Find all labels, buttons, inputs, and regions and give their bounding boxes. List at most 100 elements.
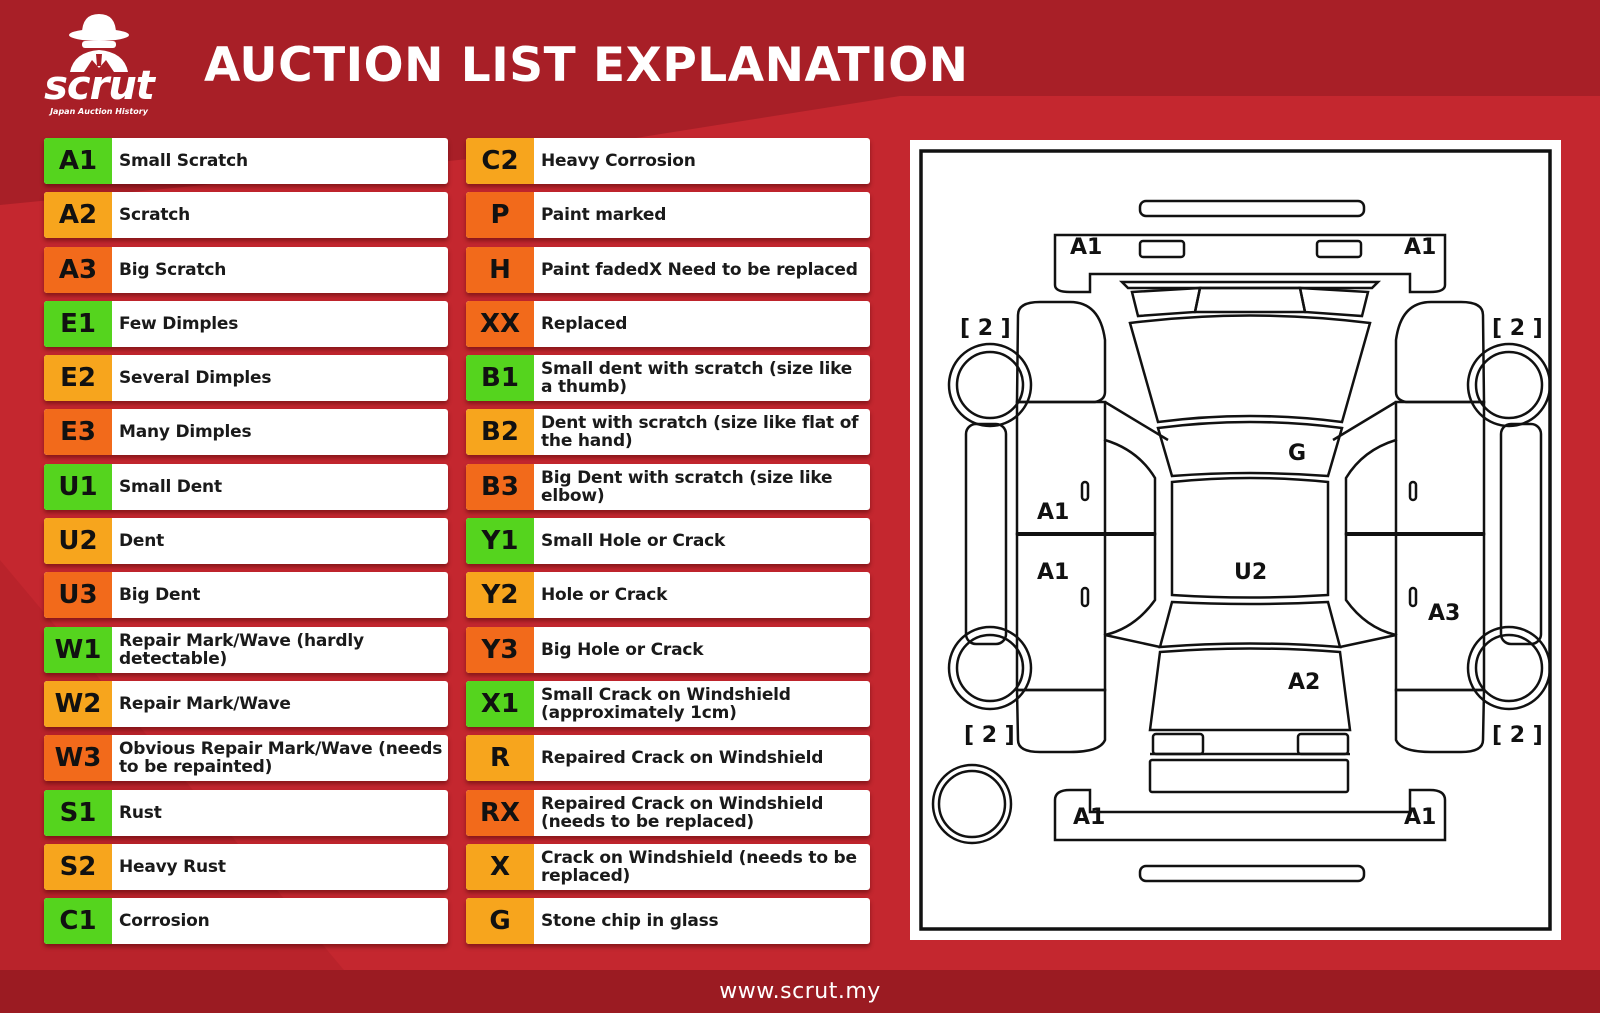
damage-code-description: Paint fadedX Need to be replaced	[541, 259, 858, 280]
legend-row-xx: XX Replaced	[466, 300, 870, 347]
damage-code-description: Several Dimples	[119, 368, 272, 389]
damage-code-description: Small Scratch	[119, 151, 248, 171]
damage-code-badge: R	[466, 735, 534, 782]
damage-code-description: Repaired Crack on Windshield (needs to b…	[541, 793, 824, 832]
footer: www.scrut.my	[0, 970, 1600, 1013]
damage-code-badge: E1	[44, 300, 112, 347]
damage-code-description: Scratch	[119, 205, 191, 226]
damage-code-description: Small Dent	[119, 476, 222, 497]
label-wheel-top-right: [ 2 ]	[1492, 316, 1543, 341]
damage-code-description: Big Scratch	[119, 259, 227, 280]
damage-code-badge: X1	[466, 680, 534, 727]
damage-code-description: Big Hole or Crack	[541, 639, 704, 660]
header: scrut Japan Auction History AUCTION LIST…	[0, 0, 1600, 130]
legend-row-e3: E3 Many Dimples	[44, 409, 448, 456]
legend-row-y1: Y1 Small Hole or Crack	[466, 518, 870, 565]
label-wheel-top-left: [ 2 ]	[960, 316, 1011, 341]
damage-code-badge: A3	[44, 246, 112, 293]
damage-code-badge: A1	[44, 138, 112, 184]
label-door-left-rear: A1	[1037, 560, 1069, 585]
logo-wordmark: scrut	[44, 63, 155, 109]
legend-row-u1: U1 Small Dent	[44, 463, 448, 510]
damage-code-description: Obvious Repair Mark/Wave (needs to be re…	[119, 739, 443, 778]
legend-row-s1: S1 Rust	[44, 789, 448, 836]
page-title: AUCTION LIST EXPLANATION	[204, 38, 969, 93]
legend-row-w2: W2 Repair Mark/Wave	[44, 680, 448, 727]
damage-code-badge: XX	[466, 300, 534, 347]
damage-code-description: Corrosion	[119, 911, 210, 932]
label-wheel-bottom-right: [ 2 ]	[1492, 723, 1543, 748]
damage-code-description: Crack on Windshield (needs to be replace…	[541, 847, 857, 886]
damage-code-badge: U3	[44, 572, 112, 619]
damage-code-description: Paint marked	[541, 205, 667, 226]
damage-code-description: Heavy Rust	[119, 856, 226, 877]
damage-code-description: Repair Mark/Wave (hardly detectable)	[119, 630, 364, 669]
scrut-logo: scrut Japan Auction History	[44, 10, 155, 118]
legend-row-u3: U3 Big Dent	[44, 572, 448, 619]
legend-row-h: H Paint fadedX Need to be replaced	[466, 246, 870, 293]
damage-code-badge: P	[466, 192, 534, 239]
damage-code-description: Big Dent	[119, 585, 201, 606]
damage-code-badge: X	[466, 843, 534, 890]
label-door-left-front: A1	[1037, 500, 1069, 525]
damage-code-description: Many Dimples	[119, 422, 252, 443]
damage-code-badge: B2	[466, 409, 534, 456]
damage-code-description: Replaced	[541, 313, 628, 334]
footer-website-link[interactable]: www.scrut.my	[719, 979, 881, 1004]
legend-row-y3: Y3 Big Hole or Crack	[466, 626, 870, 673]
damage-code-description: Small Hole or Crack	[541, 531, 726, 552]
damage-code-description: Few Dimples	[119, 313, 239, 334]
damage-code-badge: E2	[44, 355, 112, 402]
damage-code-badge: B1	[466, 355, 534, 402]
damage-code-description: Rust	[119, 802, 162, 823]
damage-code-badge: Y1	[466, 518, 534, 565]
damage-code-description: Repair Mark/Wave	[119, 693, 291, 714]
damage-code-badge: Y3	[466, 626, 534, 673]
damage-code-badge: S1	[44, 789, 112, 836]
hat-and-glasses-mascot-icon	[69, 14, 129, 72]
car-inspection-diagram: A1 A1 [ 2 ] [ 2 ] G A1 A1 U2 A3 A2 [ 2 ]…	[910, 140, 1561, 940]
label-rear-left: A1	[1073, 805, 1105, 830]
damage-code-badge: B3	[466, 463, 534, 510]
label-door-right-rear: A3	[1428, 601, 1460, 626]
damage-code-badge: S2	[44, 843, 112, 890]
legend-row-c2: C2 Heavy Corrosion	[466, 138, 870, 184]
damage-code-badge: W3	[44, 735, 112, 782]
damage-code-description: Heavy Corrosion	[541, 151, 696, 171]
damage-code-badge: E3	[44, 409, 112, 456]
damage-code-badge: U2	[44, 518, 112, 565]
damage-code-description: Dent	[119, 531, 165, 552]
damage-code-description: Dent with scratch (size like flat of the…	[541, 413, 859, 452]
damage-code-badge: H	[466, 246, 534, 293]
legend-row-r: R Repaired Crack on Windshield	[466, 735, 870, 782]
damage-code-description: Small dent with scratch (size like a thu…	[541, 359, 853, 398]
damage-code-badge: U1	[44, 463, 112, 510]
legend-row-a1: A1 Small Scratch	[44, 138, 448, 184]
car-outline-diagram: A1 A1 [ 2 ] [ 2 ] G A1 A1 U2 A3 A2 [ 2 ]…	[919, 149, 1552, 931]
damage-code-description: Stone chip in glass	[541, 911, 719, 932]
damage-code-badge: W1	[44, 626, 112, 673]
damage-code-description: Repaired Crack on Windshield	[541, 748, 824, 769]
damage-code-badge: W2	[44, 680, 112, 727]
label-roof: U2	[1234, 560, 1267, 585]
label-windshield: G	[1288, 441, 1306, 466]
damage-code-badge: C2	[466, 138, 534, 184]
legend-row-e2: E2 Several Dimples	[44, 355, 448, 402]
legend-row-u2: U2 Dent	[44, 518, 448, 565]
legend-row-a3: A3 Big Scratch	[44, 246, 448, 293]
logo-tagline: Japan Auction History	[50, 107, 148, 116]
label-front-left: A1	[1070, 235, 1102, 260]
